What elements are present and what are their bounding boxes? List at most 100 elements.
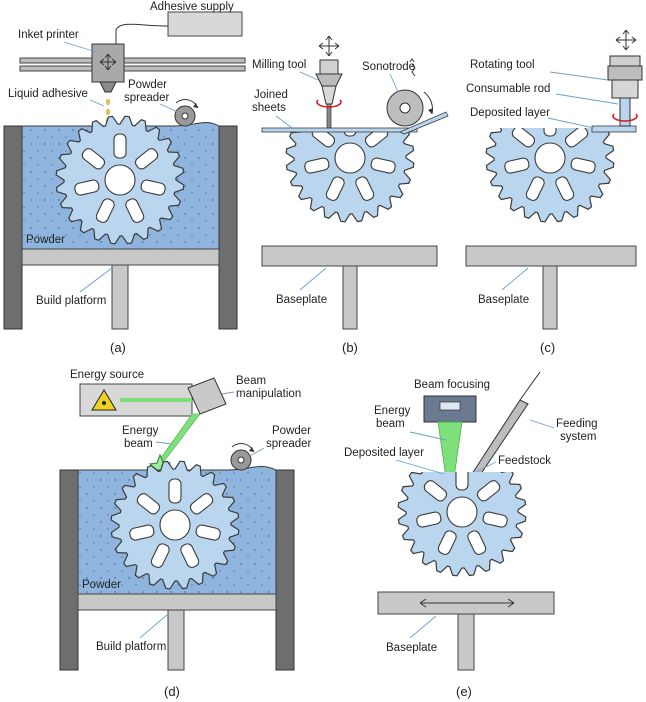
energy-beam [437, 421, 463, 479]
label-powder-spreader-2: spreader [266, 438, 312, 450]
label-powder: Powder [26, 234, 65, 246]
sonotrode-rotation-arrowhead [428, 108, 433, 114]
label-inkjet-printer: Inket printer [18, 29, 79, 41]
baseplate-move-arrow [419, 598, 515, 608]
panel-e: Beam focusing Energy beam Feeding system… [344, 371, 598, 699]
label-energy-beam-1: Energy [122, 425, 159, 437]
label-powder: Powder [82, 579, 121, 591]
rotating-tool-top [609, 55, 641, 67]
label-energy-beam-2: beam [376, 418, 405, 430]
label-feeding-system-1: Feeding [556, 418, 598, 430]
feedstock-wire [519, 371, 541, 401]
label-energy-beam-1: Energy [374, 405, 411, 417]
leader-baseplate [299, 267, 327, 291]
focusing-lens [439, 401, 461, 411]
caption-c: (c) [540, 340, 555, 355]
leader-baseplate [501, 267, 529, 291]
label-milling-tool: Milling tool [252, 59, 306, 71]
frame-wall-left [3, 125, 23, 330]
baseplate-column [342, 265, 358, 330]
roller-hub [237, 456, 245, 464]
build-platform [21, 248, 220, 266]
printer-rail-top [19, 57, 246, 64]
panel-b: Milling tool Sonotrode Joined sheets Bas… [252, 35, 449, 355]
beam-internal [120, 398, 192, 402]
printer-move-arrows [99, 53, 117, 71]
beam-manipulation-box [187, 377, 227, 415]
label-baseplate: Baseplate [478, 294, 529, 306]
printer-nozzle [99, 81, 117, 93]
leader-powder-spreader [249, 447, 265, 457]
leader-liquid-adhesive [89, 99, 105, 107]
panel-a: Adhesive supply Inket printer Liquid adh… [3, 1, 246, 355]
label-adhesive-supply: Adhesive supply [150, 1, 234, 13]
roller-rotation-arrowhead [249, 447, 254, 452]
consumable-rod [619, 97, 631, 127]
leader-inkjet-printer [63, 41, 97, 53]
caption-a: (a) [110, 340, 126, 355]
adhesive-supply-cable [115, 23, 169, 44]
label-rotating-tool: Rotating tool [470, 59, 535, 71]
label-consumable-rod: Consumable rod [466, 83, 550, 95]
build-platform-column [111, 264, 129, 330]
joined-sheets [261, 127, 418, 133]
adhesive-supply-box [167, 11, 243, 37]
printer-rail-bottom [19, 65, 246, 72]
label-build-platform: Build platform [36, 295, 106, 307]
caption-d: (d) [164, 684, 180, 699]
incoming-sheet [399, 111, 449, 135]
leader-build-platform [79, 267, 113, 293]
leader-deposited-layer [547, 117, 595, 129]
deposited-layer [591, 125, 637, 133]
baseplate-column [542, 265, 558, 330]
adhesive-droplet [105, 108, 111, 116]
tool-move-arrows [615, 29, 637, 51]
label-baseplate: Baseplate [386, 642, 437, 654]
sonotrode-hub [399, 102, 411, 114]
leader-feeding-system [529, 419, 555, 429]
label-beam-manipulation-2: manipulation [236, 388, 301, 400]
laser-warning-icon [91, 389, 117, 411]
build-platform-column [167, 609, 185, 671]
label-baseplate: Baseplate [276, 294, 327, 306]
leader-deposited-layer [395, 459, 445, 475]
label-energy-beam-2: beam [124, 438, 153, 450]
caption-b: (b) [342, 340, 358, 355]
leader-joined-sheets [275, 115, 293, 129]
label-feedstock: Feedstock [498, 455, 551, 467]
energy-beam [157, 413, 201, 465]
rod-rotation-arrow [612, 113, 638, 122]
vibration-arrow [409, 58, 416, 77]
label-beam-manipulation-1: Beam [236, 375, 266, 387]
panel-d: Energy source Beam manipulation Energy b… [59, 369, 312, 699]
baseplate [261, 245, 438, 267]
milling-tool-holder [319, 59, 339, 75]
label-powder-spreader-2: spreader [124, 92, 170, 104]
frame-wall-left [59, 469, 79, 671]
leader-beam-manipulation [221, 391, 235, 395]
frame-wall-right [218, 125, 238, 330]
label-powder-spreader-1: Powder [272, 425, 311, 437]
leader-energy-beam [155, 441, 173, 445]
label-joined-2: sheets [252, 102, 286, 114]
label-feeding-system-2: system [560, 431, 596, 443]
leader-milling-tool [299, 71, 319, 81]
roller-rotation-arrowhead [193, 103, 198, 108]
label-deposited-layer: Deposited layer [470, 107, 550, 119]
label-energy-source: Energy source [70, 369, 144, 381]
leader-consumable-rod [555, 93, 619, 105]
leader-feedstock [475, 461, 497, 473]
frame-wall-right [275, 469, 295, 671]
milling-tool-cone [321, 85, 337, 105]
milling-tool-collet [315, 73, 343, 87]
milling-cutter [326, 103, 332, 129]
caption-e: (e) [456, 684, 472, 699]
baseplate [465, 245, 637, 267]
label-beam-focusing: Beam focusing [414, 379, 490, 391]
roller-hub [181, 112, 189, 120]
leader-build-platform [139, 613, 169, 639]
leader-baseplate [409, 615, 437, 639]
build-platform [77, 593, 277, 611]
panel-c: Rotating tool Consumable rod Deposited l… [465, 29, 643, 355]
milling-rotation-arrow [316, 99, 342, 108]
